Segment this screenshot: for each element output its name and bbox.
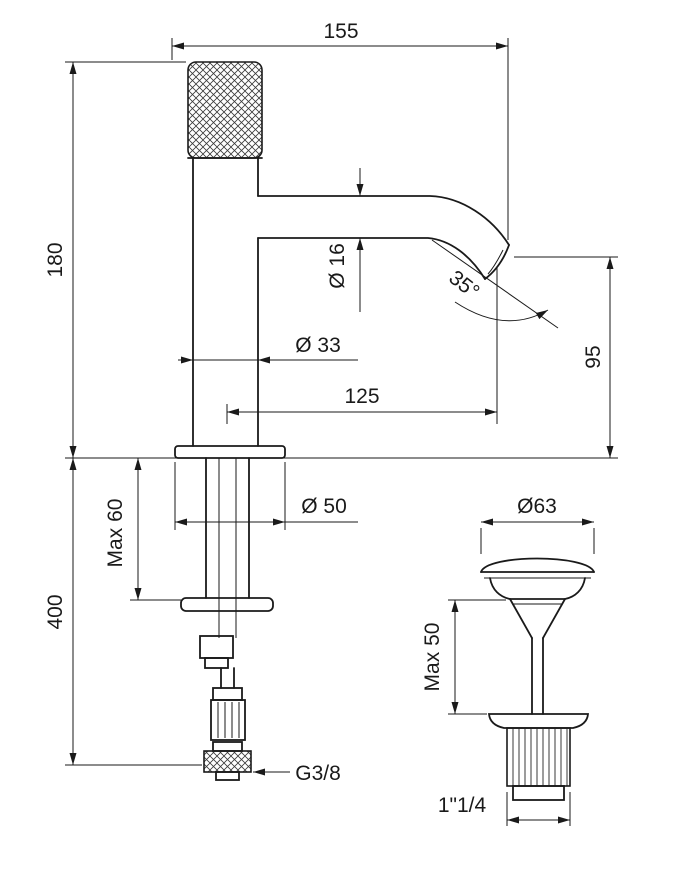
dim-hose-length: 400: [44, 458, 202, 766]
faucet-body: [187, 157, 263, 447]
nut-neck: [212, 741, 243, 752]
waste-threaded-body: [506, 727, 571, 787]
waste-cap-dome: [480, 557, 595, 573]
supply-fitting: [199, 635, 234, 659]
dim-waste-deck-max: Max 50: [421, 599, 506, 715]
faucet-front-view: [174, 61, 510, 781]
dim-deck-max: Max 60: [104, 458, 181, 601]
spout-outlet-opening: [487, 249, 504, 275]
dim-spout-diameter: Ø 16: [326, 168, 364, 312]
dim-label-95: 95: [582, 345, 605, 368]
waste-collar: [489, 577, 586, 600]
dim-label-max-60: Max 60: [104, 499, 127, 568]
dim-fixture-height: 180: [44, 61, 186, 458]
dim-label-dia-16: Ø 16: [326, 243, 349, 289]
waste-bottom-cap: [512, 785, 565, 801]
dim-base-diameter: Ø 50: [174, 462, 358, 530]
waste-cone: [509, 598, 566, 639]
hose-collar: [212, 687, 243, 701]
dim-body-diameter: Ø 33: [178, 334, 358, 364]
dim-spout-projection: 125: [226, 268, 498, 424]
dim-label-400: 400: [44, 594, 67, 629]
hose-sleeve: [210, 699, 246, 741]
dim-label-155: 155: [323, 20, 358, 43]
nut-tail: [215, 771, 240, 781]
dim-spout-angle: 35°: [431, 239, 559, 329]
faucet-spout: [257, 195, 510, 280]
spout-outlet-face: [484, 244, 510, 280]
dim-waste-cap-diameter: Ø63: [480, 495, 595, 554]
dim-label-dia-33: Ø 33: [295, 334, 341, 357]
faucet-handle-knurled: [187, 61, 263, 159]
dim-label-1-1-4: 1"1/4: [438, 794, 487, 817]
mounting-washer: [180, 597, 274, 612]
base-flange: [174, 445, 286, 459]
leader-inlet-thread: G3/8: [253, 762, 341, 785]
dim-label-g38: G3/8: [295, 762, 341, 785]
dim-label-dia-50: Ø 50: [301, 495, 347, 518]
hose-connector: [203, 687, 252, 781]
dim-waste-thread: 1"1/4: [438, 792, 571, 826]
under-deck-shank: [180, 457, 274, 689]
popup-waste-view: [480, 557, 595, 801]
dim-label-180: 180: [44, 242, 67, 277]
waste-stem: [531, 637, 544, 715]
waste-seal-flange: [488, 713, 589, 729]
dim-label-max-50: Max 50: [421, 623, 444, 692]
dim-label-dia-63: Ø63: [517, 495, 557, 518]
supply-fitting-tip: [204, 657, 229, 669]
dim-spout-reach: 155: [171, 20, 509, 240]
g38-nut: [203, 750, 252, 773]
dim-label-125: 125: [344, 385, 379, 408]
dim-outlet-height: 95: [514, 256, 618, 458]
